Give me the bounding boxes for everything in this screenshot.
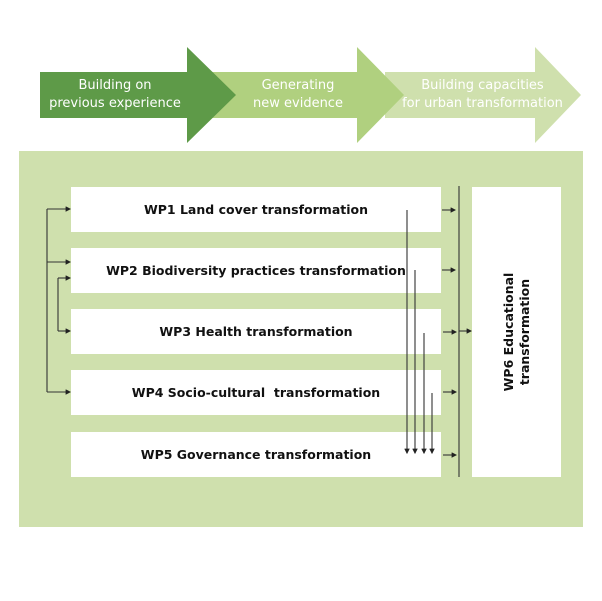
arrow-label-line: new evidence <box>253 96 343 111</box>
arrow-label-line: Building on <box>78 78 152 93</box>
process-arrow-2 <box>210 47 404 143</box>
process-arrow-1-label: Building on previous experience <box>40 77 190 113</box>
wp6-label-line: transformation <box>516 278 532 386</box>
wp2-box: WP2 Biodiversity practices transformatio… <box>71 248 441 293</box>
arrow-label-line: previous experience <box>49 96 181 111</box>
wp4-box: WP4 Socio-cultural transformation <box>71 370 441 415</box>
wp1-box: WP1 Land cover transformation <box>71 187 441 232</box>
wp3-label: WP3 Health transformation <box>159 324 353 339</box>
process-arrow-2-label: Generating new evidence <box>228 77 368 113</box>
wp3-box: WP3 Health transformation <box>71 309 441 354</box>
wp1-label: WP1 Land cover transformation <box>143 202 369 217</box>
arrow-label-line: Building capacities <box>421 78 544 93</box>
wp2-label: WP2 Biodiversity practices transformatio… <box>106 263 406 278</box>
wp5-label: WP5 Governance transformation <box>140 447 372 462</box>
wp6-label: WP6 Educational transformation <box>501 273 533 392</box>
process-arrow-3-label: Building capacities for urban transforma… <box>400 77 565 113</box>
process-arrow-3 <box>385 47 581 143</box>
wp6-box: WP6 Educational transformation <box>472 187 561 477</box>
wp6-label-line: WP6 Educational <box>500 272 516 392</box>
process-arrows <box>40 47 581 143</box>
arrow-label-line: for urban transformation <box>402 96 563 111</box>
wp5-box: WP5 Governance transformation <box>71 432 441 477</box>
wp4-label: WP4 Socio-cultural transformation <box>131 385 381 400</box>
process-arrow-1 <box>40 47 236 143</box>
arrow-label-line: Generating <box>261 78 335 93</box>
